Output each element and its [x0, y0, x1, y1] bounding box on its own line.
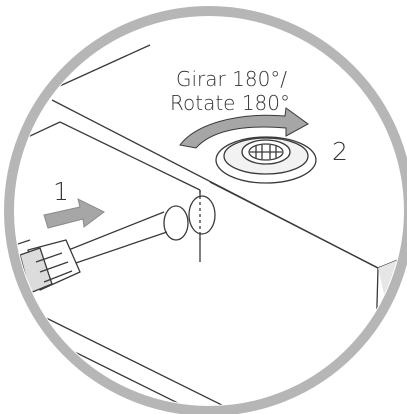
- cam-lock-fitting: [215, 136, 317, 184]
- rotate-instruction-es: Girar 180°/: [176, 67, 288, 91]
- push-arrow: [43, 198, 105, 229]
- step-number-2: 2: [332, 137, 348, 166]
- rotate-arrow: [179, 107, 309, 149]
- zoom-circle-ring: [4, 6, 407, 414]
- dowel-hole: [188, 195, 216, 235]
- rotate-instruction-en: Rotate 180°: [170, 91, 291, 115]
- step-number-1: 1: [53, 177, 69, 206]
